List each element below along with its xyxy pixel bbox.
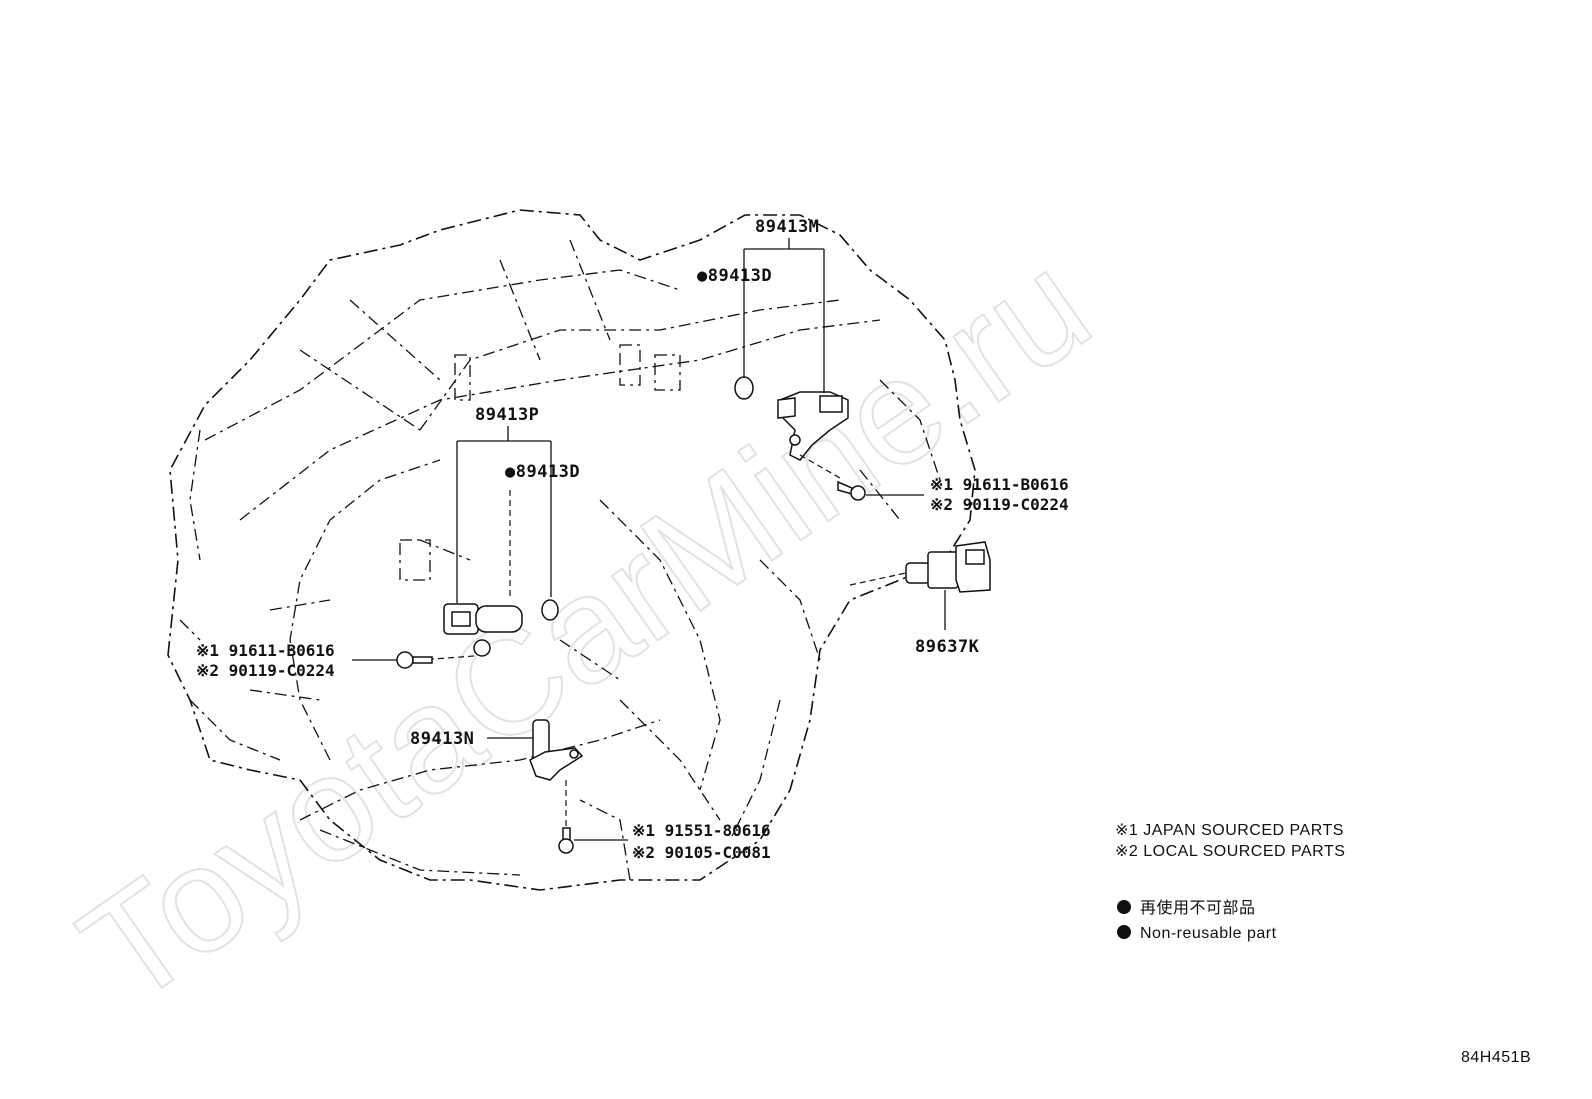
label-bolt-right-2[interactable]: ※2 90119-C0224 (930, 495, 1069, 514)
pressure-switch-89637K[interactable] (905, 541, 991, 593)
label-bolt-bottom-2[interactable]: ※2 90105-C0081 (632, 843, 771, 862)
o-ring-mid[interactable] (541, 599, 559, 621)
label-89413D-top[interactable]: ●89413D (697, 266, 772, 286)
speed-sensor-89413P[interactable] (443, 603, 523, 657)
label-bolt-bottom-1[interactable]: ※1 91551-80616 (632, 821, 771, 840)
legend-note-2: ※2 LOCAL SOURCED PARTS (1115, 843, 1345, 860)
legend-nonreusable-jp: 再使用不可部品 (1140, 899, 1256, 917)
bolt-left[interactable] (396, 651, 433, 669)
label-89413D-mid[interactable]: ●89413D (505, 462, 580, 482)
speed-sensor-89413M[interactable] (777, 391, 849, 461)
diagram-code: 84H451B (1461, 1049, 1531, 1066)
o-ring-top[interactable] (734, 376, 754, 400)
label-bolt-right-1[interactable]: ※1 91611-B0616 (930, 475, 1069, 494)
bolt-right[interactable] (837, 480, 866, 501)
label-bolt-left-2[interactable]: ※2 90119-C0224 (196, 661, 335, 680)
watermark: ToyotaCarMine.ru (52, 220, 1118, 1037)
leader-89413P (456, 426, 552, 603)
dash-bolt-right (799, 454, 841, 479)
label-89413N[interactable]: 89413N (410, 729, 474, 749)
dash-pressure-switch (849, 572, 907, 586)
legend: ※1 JAPAN SOURCED PARTS ※2 LOCAL SOURCED … (1115, 822, 1345, 942)
label-89413P[interactable]: 89413P (475, 405, 539, 425)
nonreusable-bullet-icon (1117, 925, 1131, 939)
nonreusable-bullet-icon (1117, 900, 1131, 914)
legend-nonreusable-en: Non-reusable part (1140, 925, 1277, 942)
bolt-bottom[interactable] (558, 827, 574, 854)
speed-sensor-89413N[interactable] (529, 719, 584, 781)
leader-89413M (743, 238, 825, 393)
legend-note-1: ※1 JAPAN SOURCED PARTS (1115, 822, 1344, 839)
label-bolt-left-1[interactable]: ※1 91611-B0616 (196, 641, 335, 660)
label-89413M[interactable]: 89413M (755, 217, 819, 237)
transmission-housing (167, 209, 976, 891)
label-89637K[interactable]: 89637K (915, 637, 980, 657)
